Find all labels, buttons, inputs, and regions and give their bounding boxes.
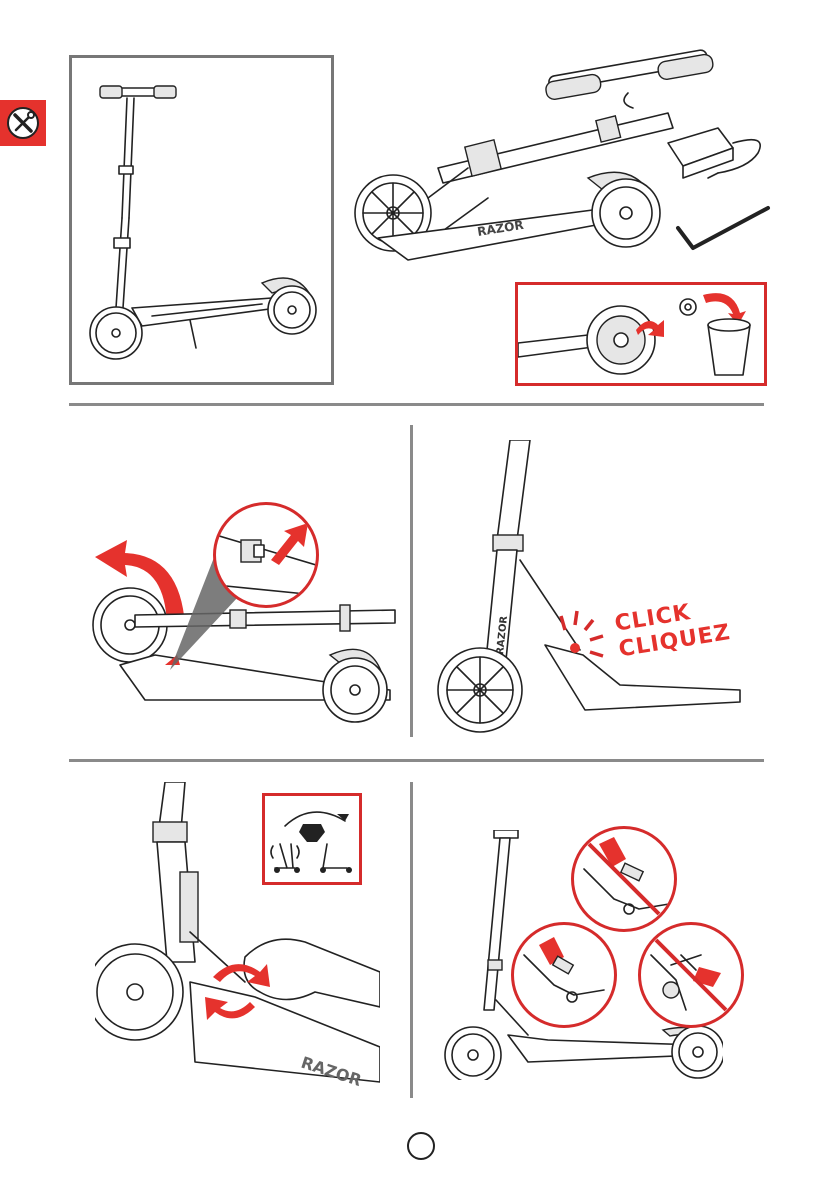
pin-correct-callout <box>511 922 617 1028</box>
assembled-scooter-illustration <box>72 58 331 382</box>
pin-incorrect-callout <box>571 826 677 932</box>
charger-part <box>668 128 760 178</box>
click-lock-illustration: RAZOR <box>435 440 745 740</box>
remove-cover-callout <box>515 282 767 386</box>
page-number <box>407 1132 435 1160</box>
knob-icon <box>299 824 325 842</box>
column-divider <box>410 425 413 737</box>
side-tab <box>0 100 46 146</box>
section-divider <box>69 759 764 762</box>
folded-scooter-parts-illustration: RAZOR <box>348 48 788 283</box>
section-divider <box>69 403 764 406</box>
trash-bin-icon <box>708 325 750 375</box>
column-divider <box>410 782 413 1098</box>
rotation-direction-callout <box>262 793 362 885</box>
latch-zoom-callout <box>213 502 319 608</box>
assembled-scooter-frame <box>69 55 334 385</box>
allen-key-part <box>678 208 768 248</box>
tools-icon <box>0 100 46 146</box>
pin-incorrect-callout-2 <box>638 922 744 1028</box>
handlebar-part <box>545 49 714 108</box>
